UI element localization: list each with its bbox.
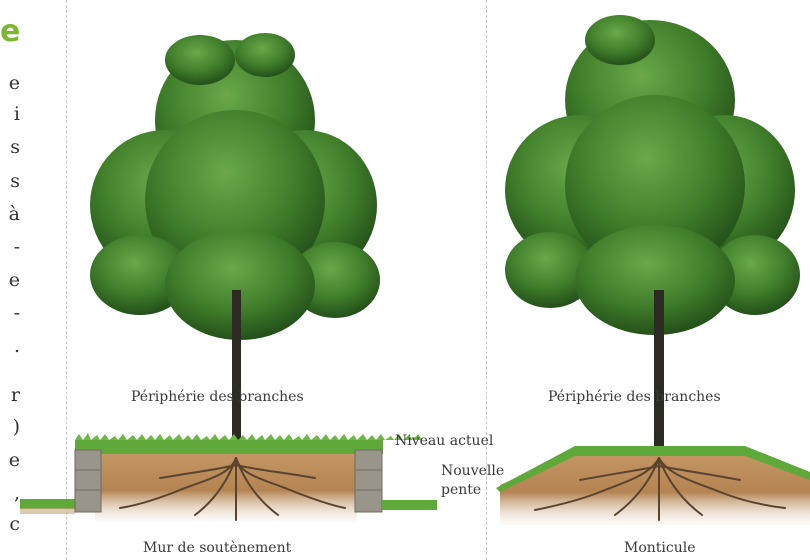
tree-1-trunk [232,290,241,460]
slope-label-line1: Nouvelle [441,463,504,479]
slope-label-line2: pente [441,482,481,498]
tree-2-canopy [505,15,800,335]
tree-1-caption: Mur de soutènement [143,540,291,556]
tree-1-canopy-label: Périphérie des branches [131,389,304,405]
tree-2-caption: Monticule [624,540,696,556]
tree-1-ground-section [75,433,437,522]
grade-label: Niveau actuel [395,433,493,449]
tree-2-trunk [654,290,664,458]
tree-2-ground-section [496,446,810,525]
tree-2-canopy-label: Périphérie des branches [548,389,721,405]
left-ground-strip [20,499,75,514]
